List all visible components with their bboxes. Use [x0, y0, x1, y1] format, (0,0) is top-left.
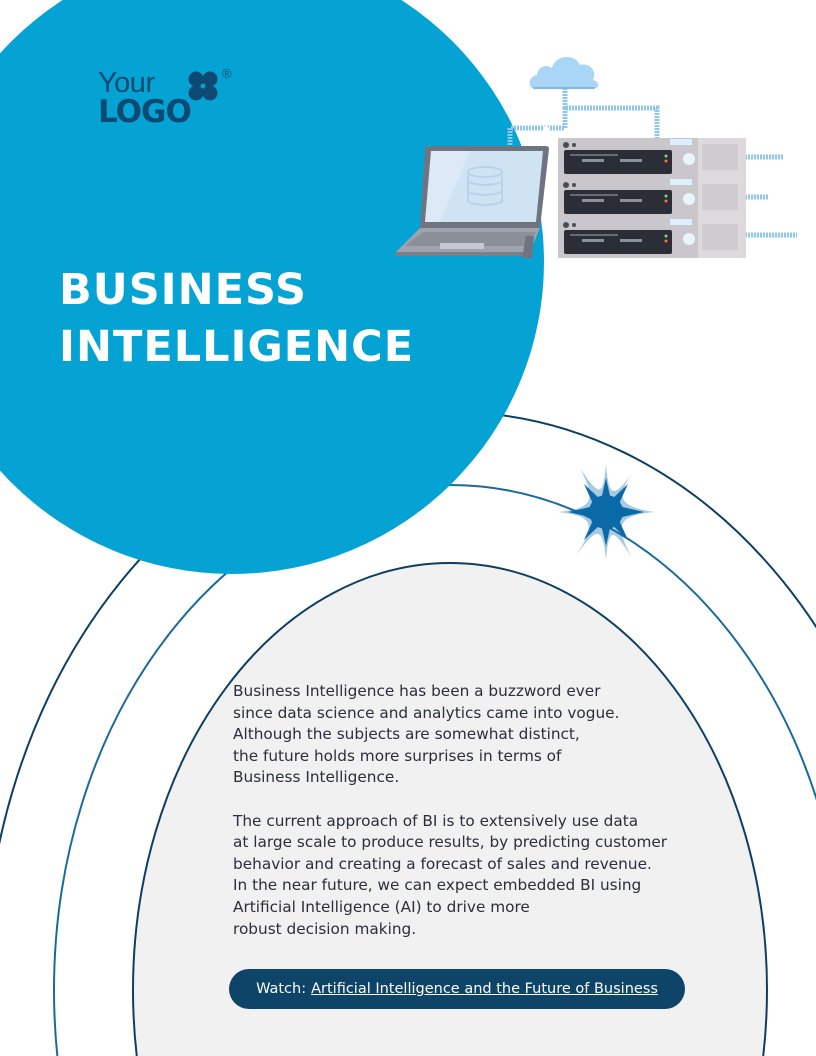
- server-unit: [558, 218, 746, 258]
- watch-video-link[interactable]: Artificial Intelligence and the Future o…: [311, 981, 658, 997]
- server-unit: [558, 178, 746, 218]
- cloud-icon: [529, 57, 599, 89]
- logo-text-your: Your: [98, 67, 155, 99]
- watch-prefix: Watch:: [256, 981, 307, 997]
- title-line-2: INTELLIGENCE: [59, 322, 415, 372]
- sparkle-star-icon: [558, 464, 654, 560]
- server-unit: [558, 138, 746, 178]
- registered-mark: ®: [222, 66, 232, 81]
- network-connectors: [507, 88, 797, 238]
- article-body: Business Intelligence has been a buzzwor…: [233, 681, 713, 940]
- paragraph-intro: Business Intelligence has been a buzzwor…: [233, 682, 620, 787]
- laptop-with-database-icon: [394, 146, 549, 258]
- watch-video-banner: Watch: Artificial Intelligence and the F…: [229, 969, 685, 1009]
- inner-circle: [132, 562, 768, 1056]
- server-rack-icon: [558, 138, 746, 258]
- page-title: BUSINESS INTELLIGENCE: [59, 262, 414, 376]
- paragraph-current-approach: The current approach of BI is to extensi…: [233, 811, 668, 938]
- logo-text-logo: LOGO: [98, 94, 192, 130]
- four-petal-flower-icon: [188, 71, 218, 101]
- hero-circle: [0, 0, 544, 574]
- title-line-1: BUSINESS: [59, 265, 308, 315]
